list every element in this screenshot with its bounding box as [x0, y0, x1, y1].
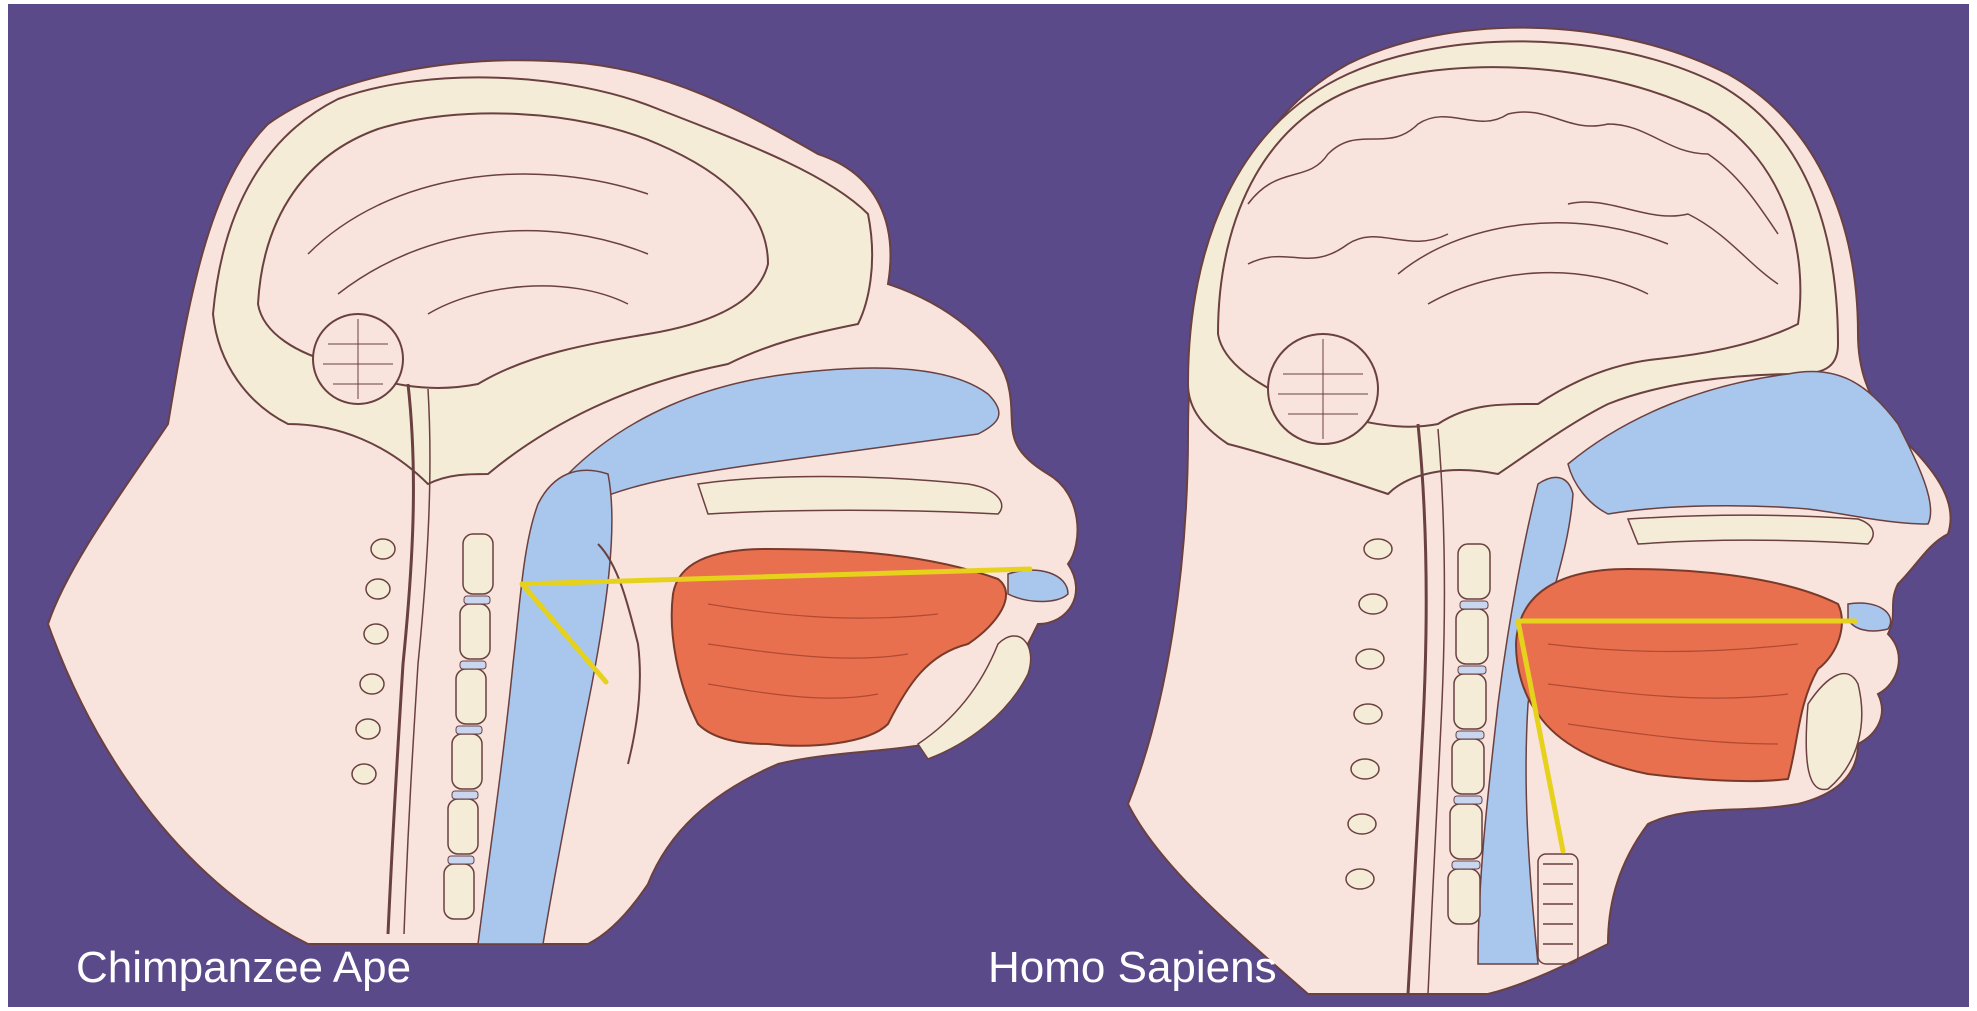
- diagram-canvas: Chimpanzee Ape Homo Sapiens: [8, 4, 1969, 1007]
- anatomy-illustration: [8, 4, 1969, 1007]
- chimpanzee-head: [8, 60, 1078, 1007]
- human-head: [1128, 28, 1951, 994]
- human-palate: [1628, 515, 1873, 544]
- homo-sapiens-caption: Homo Sapiens: [988, 946, 1277, 990]
- chimpanzee-palate: [698, 477, 1002, 515]
- chimpanzee-caption: Chimpanzee Ape: [76, 946, 411, 990]
